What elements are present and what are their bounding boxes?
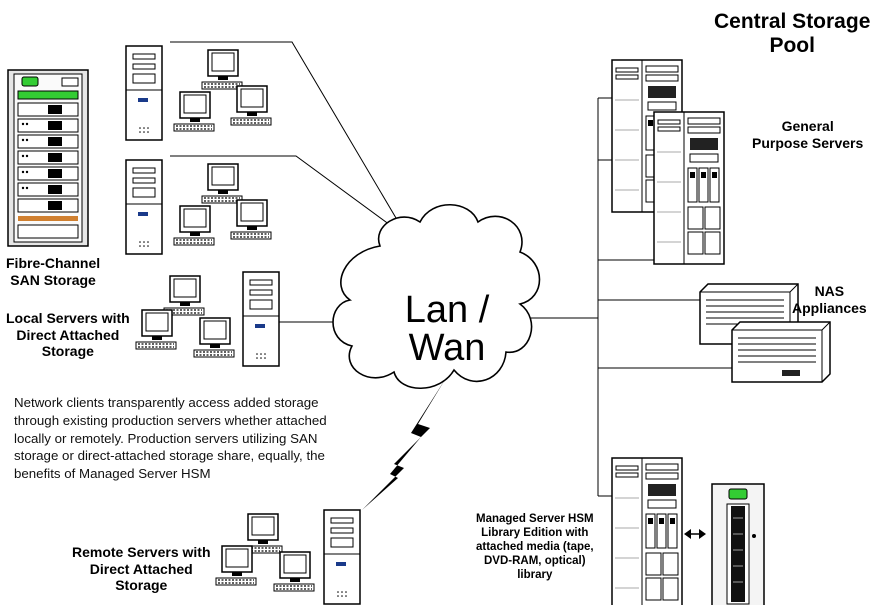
client-pc-icon [273,551,315,592]
tower-server-icon [323,509,361,605]
san-rack-icon [7,69,89,247]
client-pc-icon [173,91,215,132]
remote-servers-label: Remote Servers with Direct Attached Stor… [72,544,211,594]
local-servers-label: Local Servers with Direct Attached Stora… [6,310,130,360]
double-arrow-icon [684,529,706,539]
client-pc-icon [163,275,205,316]
tower-server-icon [242,271,280,367]
label-line: Managed Server HSM [476,513,594,525]
label-line: Local Servers with [6,310,130,326]
nas-appliances-label: NAS Appliances [792,283,867,316]
label-line: DVD-RAM, optical) [484,555,586,568]
fibre-channel-label: Fibre-Channel SAN Storage [6,255,100,288]
label-line: Storage [41,343,94,360]
label-line: Purpose Servers [752,134,864,151]
central-storage-pool-title: Central Storage Pool [714,10,870,58]
cloud-icon [332,203,541,390]
title-line: Pool [769,34,815,58]
client-pc-icon [230,199,272,240]
hsm-library-label: Managed Server HSM Library Edition with … [476,512,594,582]
server-group-1 [125,45,272,141]
label-line: Remote Servers with [72,544,211,560]
label-line: Storage [115,577,168,594]
label-line: attached media (tape, [476,541,594,554]
client-pc-icon [201,163,243,204]
remote-server-group [215,509,361,605]
client-pc-icon [173,205,215,246]
local-server-group [135,271,280,367]
label-line: Fibre-Channel [6,255,101,271]
lightning-icon [362,378,446,510]
client-pc-icon [201,49,243,90]
rack-server-icon [611,457,683,605]
label-line: Direct Attached [16,326,120,343]
server-group-2 [125,159,272,255]
network-links [170,41,732,497]
network-cloud-label: Lan / Wan [404,289,490,369]
tower-server-icon [125,45,163,141]
title-line: Central Storage [714,10,871,33]
label-line: General [781,118,834,134]
label-line: NAS [814,283,845,299]
general-purpose-servers-label: General Purpose Servers [752,118,863,151]
label-line: Appliances [792,299,867,316]
description-text: Network clients transparently access add… [14,395,327,482]
tower-server-icon [125,159,163,255]
rack-server-icon [653,111,725,265]
label-line: library [517,569,553,582]
label-line: SAN Storage [10,271,96,288]
tape-library-icon [711,483,765,605]
client-pc-icon [215,545,257,586]
client-pc-icon [230,85,272,126]
client-pc-icon [135,309,177,350]
nas-appliance-icon [731,321,831,383]
client-pc-icon [193,317,235,358]
label-line: Library Edition with [481,527,589,540]
label-line: Direct Attached [89,560,193,577]
